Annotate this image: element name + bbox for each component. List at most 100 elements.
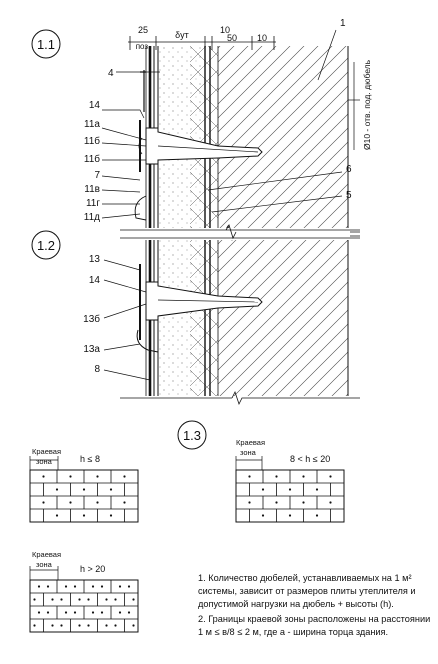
- dowel-hole-note: Ø10 - отв. под. дюбель: [362, 59, 372, 150]
- dowel-dot: [109, 514, 113, 517]
- dowel-dot: [100, 585, 104, 588]
- dowel-dot: [275, 475, 278, 478]
- callout-5: 5: [346, 190, 352, 201]
- dowel-dot: [55, 488, 59, 491]
- dowel-dot: [51, 598, 54, 601]
- callout-14-top: 14: [89, 100, 101, 111]
- dowel-dot: [302, 475, 305, 478]
- dowel-dot: [87, 624, 90, 627]
- pattern3-zone-label-2: зона: [36, 560, 53, 569]
- dim-pos: поз.: [136, 42, 151, 51]
- pattern1-zone-label-2: зона: [36, 457, 53, 466]
- note-1: 1. Количество дюбелей, устанавливаемых н…: [198, 573, 416, 609]
- callout-14-bottom: 14: [89, 275, 101, 286]
- callout-8: 8: [94, 364, 100, 375]
- dowel-dot: [87, 598, 90, 601]
- dowel-dot: [91, 611, 95, 614]
- dowel-dot: [69, 475, 72, 478]
- dowel-dot: [78, 624, 81, 627]
- pattern3-condition: h > 20: [80, 564, 105, 574]
- detail-marker-1-2: [31, 230, 61, 260]
- dowel-dot: [69, 501, 72, 504]
- dowel-dot: [82, 488, 86, 491]
- dowel-dot: [248, 501, 251, 504]
- note-2: 2. Границы краевой зоны расположены на р…: [198, 614, 431, 637]
- callout-13a: 13а: [83, 344, 100, 355]
- dowel-dot: [132, 624, 135, 627]
- dowel-dot: [37, 611, 41, 614]
- pattern3-zone-label-1: Краевая: [32, 550, 61, 559]
- callout-1: 1: [340, 18, 346, 29]
- dowel-dot: [329, 501, 332, 504]
- pattern-h-gt-20: [29, 566, 139, 633]
- dowel-dot: [96, 501, 99, 504]
- callout-11v: 11в: [84, 184, 100, 195]
- dim-dut: δут: [175, 30, 189, 40]
- wall-section: [120, 36, 360, 406]
- callout-7: 7: [94, 170, 100, 181]
- notes: 1. Количество дюбелей, устанавливаемых н…: [198, 572, 434, 641]
- detail-marker-1-3: [177, 420, 207, 450]
- dowel-dot: [127, 585, 131, 588]
- dowel-dot: [60, 624, 63, 627]
- callout-11g: 11г: [86, 198, 100, 209]
- dowel-dot: [118, 611, 122, 614]
- dowel-dot: [123, 501, 126, 504]
- dowel-dot: [302, 501, 305, 504]
- dim-50: 50: [227, 33, 237, 43]
- dowel-dot: [329, 475, 332, 478]
- dowel-dot: [46, 611, 50, 614]
- dowel-dot: [96, 475, 99, 478]
- dowel-dot: [64, 611, 68, 614]
- pattern2-zone-label-2: зона: [240, 448, 257, 457]
- dowel-dot: [288, 514, 292, 517]
- pattern2-zone-label-1: Краевая: [236, 438, 265, 447]
- dowel-dot: [78, 598, 81, 601]
- pattern1-zone-label-1: Краевая: [32, 447, 61, 456]
- dowel-dot: [261, 514, 265, 517]
- dowel-dot: [82, 514, 86, 517]
- callout-11d: 11д: [84, 212, 100, 223]
- callout-13b: 13б: [83, 313, 100, 325]
- dowel-dot: [73, 611, 77, 614]
- pattern1-condition: h ≤ 8: [80, 454, 100, 464]
- pattern-h-le-8: [29, 456, 139, 523]
- dowel-dot: [118, 585, 122, 588]
- dowel-dot: [60, 598, 63, 601]
- dowel-dot: [288, 488, 292, 491]
- dowel-dot: [91, 585, 95, 588]
- dowel-dot: [33, 598, 36, 601]
- callout-11a: 11а: [84, 119, 100, 130]
- detail-marker-1-1: [31, 29, 61, 59]
- dowel-dot: [64, 585, 68, 588]
- dowel-dot: [275, 501, 278, 504]
- dowel-dot: [100, 611, 104, 614]
- callout-13: 13: [89, 254, 101, 265]
- dowel-dot: [55, 514, 59, 517]
- callout-11b: 11б: [84, 135, 100, 147]
- detail-1-3-label: 1.3: [183, 428, 201, 443]
- masonry-wall: [218, 46, 348, 396]
- dowel-top: [138, 120, 263, 172]
- dowel-dot: [114, 598, 117, 601]
- dowel-dot: [105, 598, 108, 601]
- dowel-dot: [315, 514, 319, 517]
- dowel-dot: [46, 585, 50, 588]
- dim-25: 25: [138, 25, 148, 35]
- dimension-line: [128, 36, 276, 50]
- pattern2-condition: 8 < h ≤ 20: [290, 454, 330, 464]
- dowel-dot: [123, 475, 126, 478]
- dowel-dot: [114, 624, 117, 627]
- dowel-dot: [51, 624, 54, 627]
- dowel-dot: [109, 488, 113, 491]
- detail-1-2-label: 1.2: [37, 238, 55, 253]
- callout-11b-2: 11б: [84, 153, 100, 165]
- callout-4: 4: [108, 68, 114, 79]
- dim-10b: 10: [257, 33, 267, 43]
- dim-10a: 10: [220, 25, 230, 35]
- dowel-dot: [248, 475, 251, 478]
- dowel-dot: [37, 585, 41, 588]
- dowel-dot: [132, 598, 135, 601]
- dowel-bottom: [136, 264, 263, 353]
